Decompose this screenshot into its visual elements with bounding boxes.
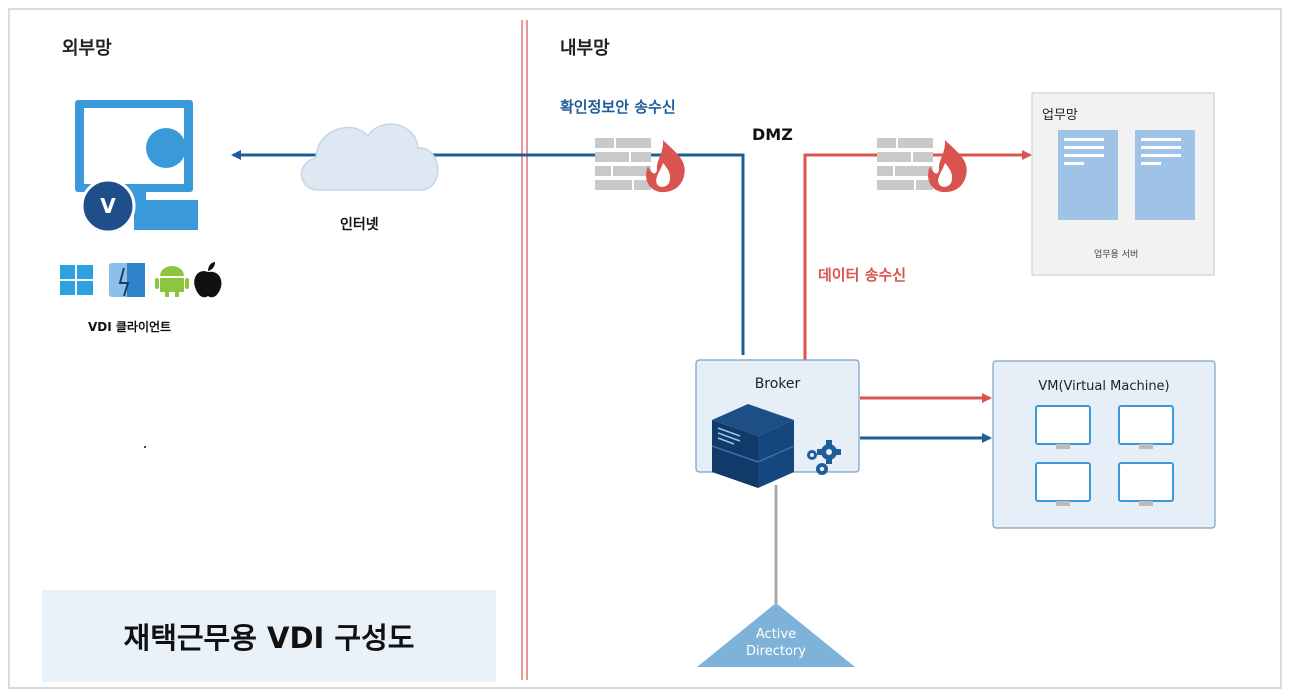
internal-zone-label: 내부망	[560, 38, 610, 59]
vm-title: VM(Virtual Machine)	[1038, 379, 1170, 394]
gear-icon	[807, 440, 841, 475]
active-directory-triangle	[697, 603, 855, 667]
diagram-title: 재택근무용 VDI 구성도	[123, 621, 415, 655]
secure-transfer-label: 확인정보안 송수신	[560, 98, 676, 116]
active-directory-line2: Directory	[746, 644, 806, 659]
diagram-title-box: 재택근무용 VDI 구성도	[42, 590, 496, 682]
mac-finder-icon	[109, 263, 145, 297]
stray-dot	[144, 446, 146, 448]
firewall-icon	[877, 138, 967, 193]
active-directory-line1: Active	[755, 627, 797, 642]
vm-monitor-icon	[1035, 405, 1091, 449]
network-divider	[521, 20, 528, 680]
dmz-label: DMZ	[752, 125, 793, 144]
broker-label: Broker	[754, 376, 801, 392]
monitor-user-icon	[75, 100, 198, 234]
firewall-icon	[595, 138, 685, 193]
document-icon	[1135, 130, 1195, 220]
cloud-icon	[300, 123, 439, 191]
vdi-client-label: VDI 클라이언트	[88, 320, 172, 334]
vm-monitor-icon	[1035, 462, 1091, 506]
data-transfer-label: 데이터 송수신	[818, 266, 907, 284]
work-server-label: 업무용 서버	[1094, 250, 1139, 260]
external-zone-label: 외부망	[62, 38, 112, 59]
windows-icon	[60, 265, 93, 295]
work-network-title: 업무망	[1042, 108, 1078, 123]
work-network-box	[1031, 92, 1215, 276]
user-badge-letter: V	[100, 194, 116, 218]
server-icon	[711, 404, 795, 488]
internet-label: 인터넷	[340, 217, 379, 233]
vm-monitor-icon	[1118, 462, 1174, 506]
android-icon	[155, 266, 189, 297]
vm-monitor-icon	[1118, 405, 1174, 449]
document-icon	[1058, 130, 1118, 220]
apple-icon	[194, 262, 222, 298]
